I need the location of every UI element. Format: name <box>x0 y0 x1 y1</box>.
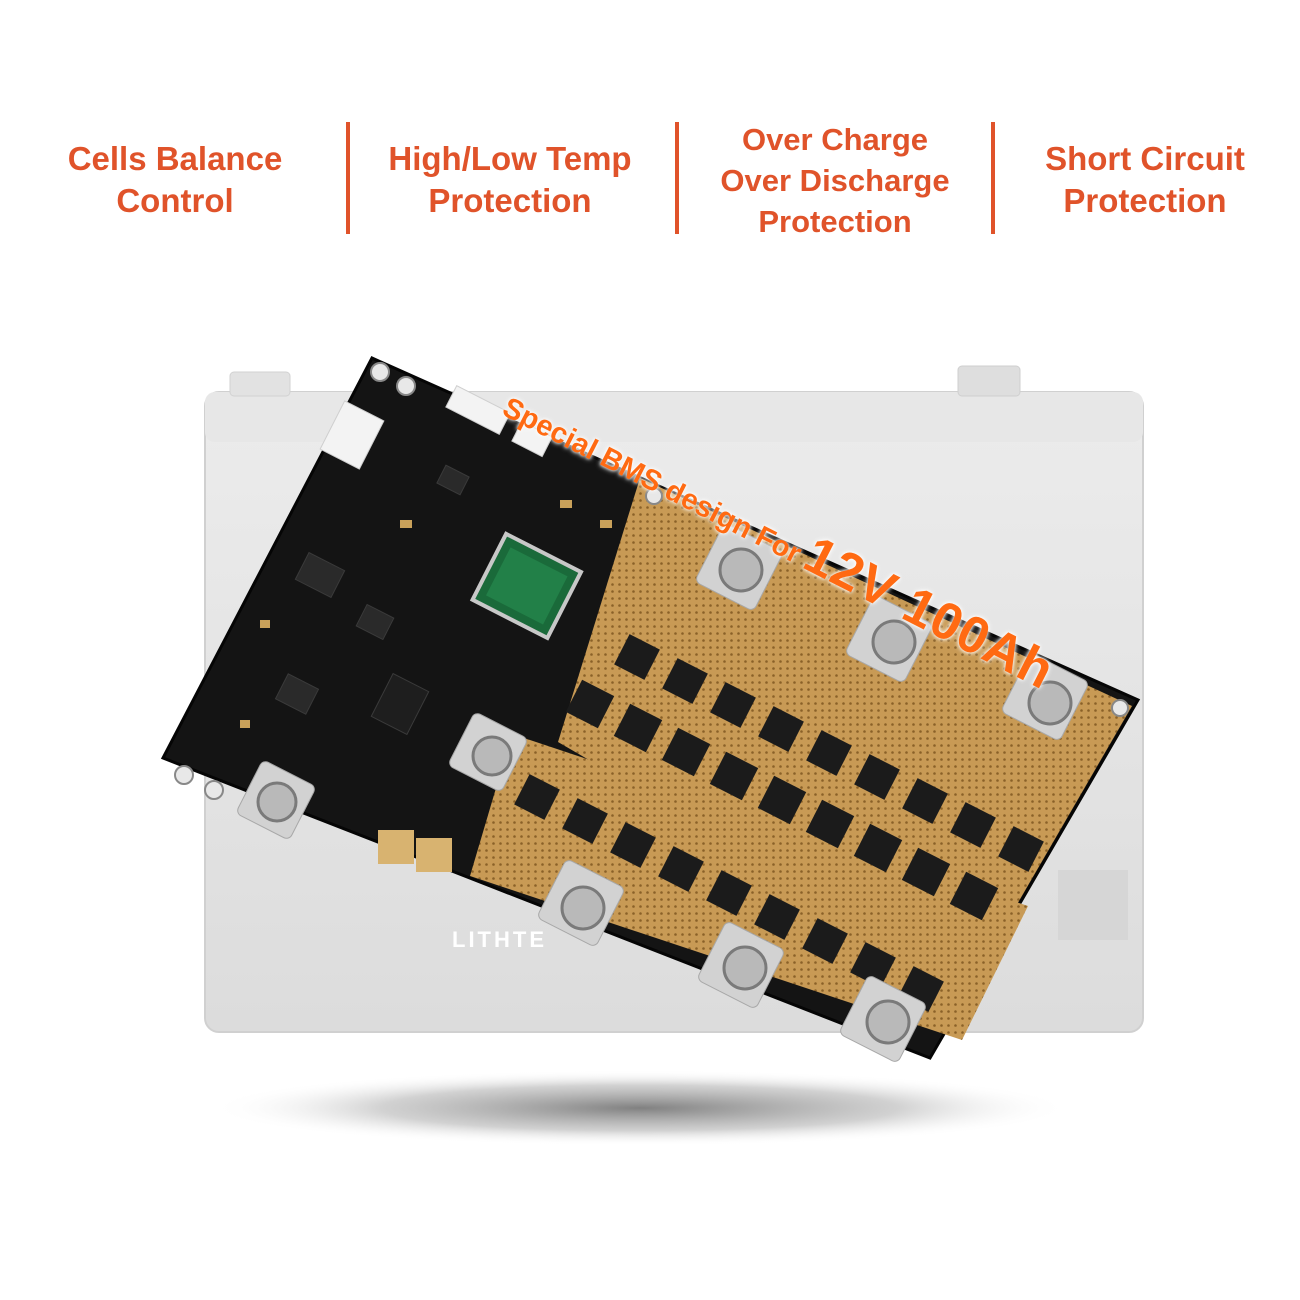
divider <box>991 122 995 234</box>
feature-cells-balance: Cells Balance Control <box>30 110 320 250</box>
feature-line: Over Discharge <box>720 162 950 198</box>
feature-line: High/Low Temp <box>388 140 632 177</box>
control-chips <box>274 464 470 736</box>
feature-line: Protection <box>758 203 912 239</box>
terminal-screws <box>237 524 1088 1062</box>
feature-temp-protection: High/Low Temp Protection <box>355 110 665 250</box>
battery-label: LITHTE <box>452 927 547 952</box>
feature-short-circuit: Short Circuit Protection <box>1000 110 1290 250</box>
gold-pads <box>240 440 612 872</box>
floor-shadow <box>210 1070 1070 1146</box>
bluetooth-module <box>469 531 584 641</box>
feature-line: Short Circuit <box>1045 140 1245 177</box>
feature-line: Cells Balance <box>67 140 283 177</box>
copper-area <box>558 478 1132 982</box>
divider <box>675 122 679 234</box>
mounting-holes <box>174 362 1129 800</box>
feature-strip: Cells Balance Control High/Low Temp Prot… <box>0 110 1300 250</box>
divider <box>346 122 350 234</box>
feature-line: Over Charge <box>741 121 929 157</box>
mosfet-row <box>565 679 999 921</box>
feature-line: Protection <box>428 182 592 219</box>
bms-board <box>160 356 1141 1062</box>
feature-line: Protection <box>1063 182 1227 219</box>
feature-line: Control <box>116 182 234 219</box>
connector <box>319 385 553 470</box>
mosfet-row <box>614 634 1044 872</box>
mosfet-row <box>514 774 944 1012</box>
feature-charge-protection: Over Charge Over Discharge Protection <box>685 110 985 250</box>
